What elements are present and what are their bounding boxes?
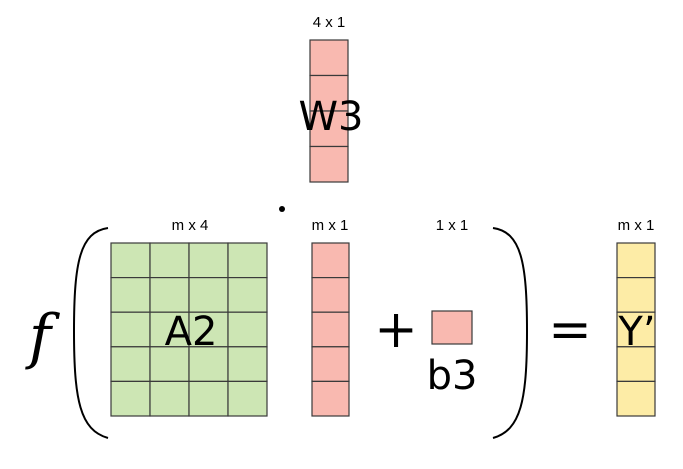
a2-cell — [149, 311, 190, 348]
product-dimension-label: m x 1 — [312, 217, 349, 234]
a2-cell — [227, 242, 268, 279]
a2-matrix-label: A2 — [165, 309, 218, 355]
b3-scalar — [431, 310, 473, 345]
w3-matrix — [309, 39, 349, 183]
mid-cell — [311, 242, 350, 279]
b3-label: b3 — [427, 353, 478, 399]
a2-cell — [188, 242, 229, 279]
w3-cell — [309, 74, 349, 112]
a2-cell — [149, 242, 190, 279]
b3-dimension-label: 1 x 1 — [436, 217, 469, 234]
dot-product-marker — [279, 206, 285, 212]
a2-cell — [227, 346, 268, 382]
w3-matrix-label: W3 — [299, 94, 364, 140]
y-cell — [616, 311, 656, 348]
a2-cell — [110, 311, 151, 348]
mid-cell — [311, 311, 350, 348]
a2-cell — [227, 380, 268, 417]
y-output-vector — [616, 242, 656, 417]
a2-cell — [149, 380, 190, 417]
y-cell — [616, 380, 656, 417]
a2-cell — [149, 277, 190, 313]
a2-cell — [110, 346, 151, 382]
a2-cell — [227, 311, 268, 348]
a2-cell — [110, 242, 151, 279]
function-symbol: f — [25, 302, 61, 372]
equals-operator: = — [548, 300, 592, 360]
y-cell — [616, 242, 656, 279]
a2-cell — [188, 346, 229, 382]
a2-matrix — [110, 242, 268, 417]
product-vector — [311, 242, 350, 417]
a2-cell — [110, 277, 151, 313]
mid-cell — [311, 380, 350, 417]
plus-operator: + — [374, 300, 418, 360]
y-dimension-label: m x 1 — [618, 217, 655, 234]
left-parenthesis — [72, 227, 109, 439]
a2-cell — [188, 277, 229, 313]
mid-cell — [311, 346, 350, 382]
w3-cell — [309, 145, 349, 183]
a2-cell — [110, 380, 151, 417]
y-cell — [616, 277, 656, 313]
mid-cell — [311, 277, 350, 313]
w3-cell — [309, 39, 349, 77]
a2-dimension-label: m x 4 — [172, 217, 209, 234]
w3-dimension-label: 4 x 1 — [313, 14, 346, 31]
right-parenthesis — [492, 227, 529, 439]
a2-cell — [188, 380, 229, 417]
b3-cell — [431, 310, 473, 345]
a2-cell — [227, 277, 268, 313]
y-output-label: Y’ — [617, 309, 655, 355]
